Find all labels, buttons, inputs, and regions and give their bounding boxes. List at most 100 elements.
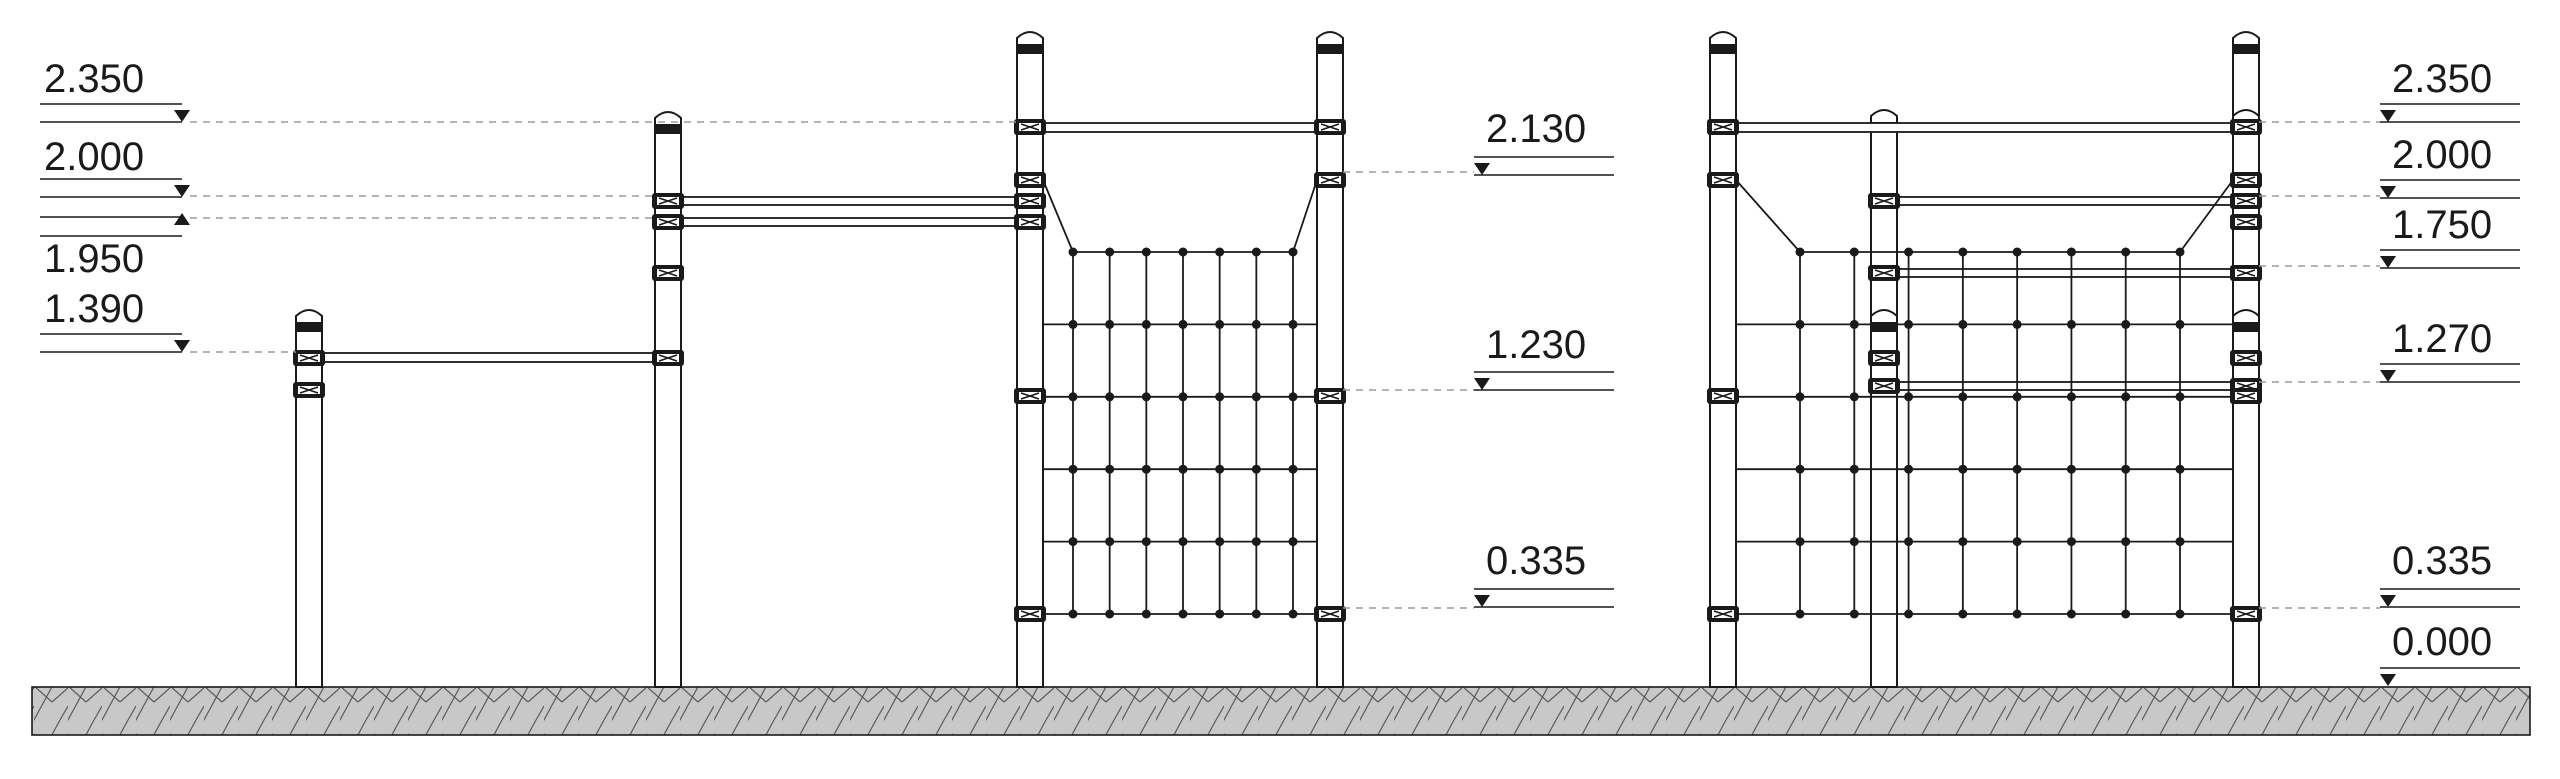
clamp	[1013, 213, 1047, 231]
net-knot	[1105, 392, 1115, 402]
net-knot	[1178, 319, 1188, 329]
elevation-label: 1.390	[44, 287, 144, 331]
net-knot	[1141, 247, 1151, 257]
bar	[1894, 381, 2236, 391]
elevation-markers-middle: 2.130 1.230 0.335	[1343, 107, 1614, 609]
elevation-label: 1.750	[2392, 203, 2492, 247]
net-knot	[1178, 537, 1188, 547]
post-cap	[1015, 31, 1045, 55]
bar	[1894, 196, 2236, 206]
clamp	[1013, 171, 1047, 189]
elevation-label: 2.000	[44, 135, 144, 179]
bar	[1894, 268, 2236, 278]
net-knot	[1251, 392, 1261, 402]
net-knot	[1215, 537, 1225, 547]
elevation-label: 0.335	[1486, 539, 1586, 583]
right-structure	[1706, 31, 2263, 688]
bar	[1733, 122, 2236, 133]
net-knot	[1141, 537, 1151, 547]
ground-slab	[31, 686, 2531, 736]
post-cap	[1315, 31, 1345, 55]
net-knot	[1251, 464, 1261, 474]
bar	[678, 196, 1020, 206]
net-knot	[1904, 247, 1914, 257]
clamp	[1313, 605, 1347, 623]
net-knot	[1958, 537, 1968, 547]
clamp	[292, 349, 326, 367]
clamp	[2229, 264, 2263, 282]
elevation-label: 0.335	[2392, 539, 2492, 583]
clamp	[292, 381, 326, 399]
net-knot	[2121, 392, 2131, 402]
elevation-label: 2.350	[2392, 57, 2492, 101]
net-knot	[1849, 609, 1859, 619]
elevation-label: 2.350	[44, 57, 144, 101]
net-knot	[1958, 609, 1968, 619]
net-knot	[1849, 537, 1859, 547]
clamp	[1706, 387, 1740, 405]
clamp	[2229, 171, 2263, 189]
net-knot	[2121, 464, 2131, 474]
net-knot	[1215, 609, 1225, 619]
net-knot	[2066, 537, 2076, 547]
bar	[319, 352, 659, 363]
net-knot	[1105, 609, 1115, 619]
net-knot	[1904, 609, 1914, 619]
post	[1709, 49, 1737, 688]
net-knot	[1958, 247, 1968, 257]
clamp	[1706, 605, 1740, 623]
bar	[678, 217, 1020, 227]
net-knot	[1105, 537, 1115, 547]
clamp	[1313, 118, 1347, 136]
clamp	[1867, 349, 1901, 367]
net-knot	[2121, 247, 2131, 257]
net-knot	[2121, 319, 2131, 329]
elevation-label: 0.000	[2392, 620, 2492, 664]
elevation-markers-left: 2.350 2.000 1.950 1.390	[40, 57, 1017, 353]
post-cap	[1708, 31, 1738, 55]
elevation-markers-right: 2.350 2.000 1.750 1.270 0.335 0.000	[2259, 57, 2520, 686]
net-knot	[1178, 392, 1188, 402]
net-knot	[1849, 319, 1859, 329]
net-tie-rope	[1292, 179, 1318, 253]
net-knot	[2012, 609, 2022, 619]
net-knot	[1141, 464, 1151, 474]
net-knot	[1215, 319, 1225, 329]
net-knot	[1141, 392, 1151, 402]
net-knot	[1849, 247, 1859, 257]
clamp	[651, 349, 685, 367]
clamp	[1013, 387, 1047, 405]
net-knot	[2066, 247, 2076, 257]
net-knot	[2121, 609, 2131, 619]
clamp	[2229, 349, 2263, 367]
net-knot	[1958, 464, 1968, 474]
clamp	[1706, 171, 1740, 189]
clamp	[1313, 171, 1347, 189]
clamp	[1013, 192, 1047, 210]
elevation-label: 1.230	[1486, 323, 1586, 367]
net-knot	[1215, 392, 1225, 402]
left-structure	[292, 31, 1347, 688]
net-knot	[1141, 609, 1151, 619]
clamp	[1706, 118, 1740, 136]
net-knot	[1251, 537, 1261, 547]
clamp	[1867, 377, 1901, 395]
net-knot	[1105, 464, 1115, 474]
clamp	[1867, 264, 1901, 282]
net-knot	[1904, 319, 1914, 329]
clamp	[2229, 213, 2263, 231]
net-knot	[1958, 319, 1968, 329]
climbing-net	[1042, 179, 1318, 619]
clamp	[2229, 192, 2263, 210]
net-knot	[2012, 537, 2022, 547]
elevation-label: 1.270	[2392, 317, 2492, 361]
clamp	[1013, 118, 1047, 136]
post-cap	[294, 309, 324, 333]
post	[295, 327, 323, 688]
net-knot	[1105, 319, 1115, 329]
bar	[1040, 122, 1320, 133]
post-cap	[2231, 31, 2261, 55]
net-tie-rope	[2179, 179, 2234, 253]
post-cap	[1869, 309, 1899, 333]
net-knot	[1178, 247, 1188, 257]
